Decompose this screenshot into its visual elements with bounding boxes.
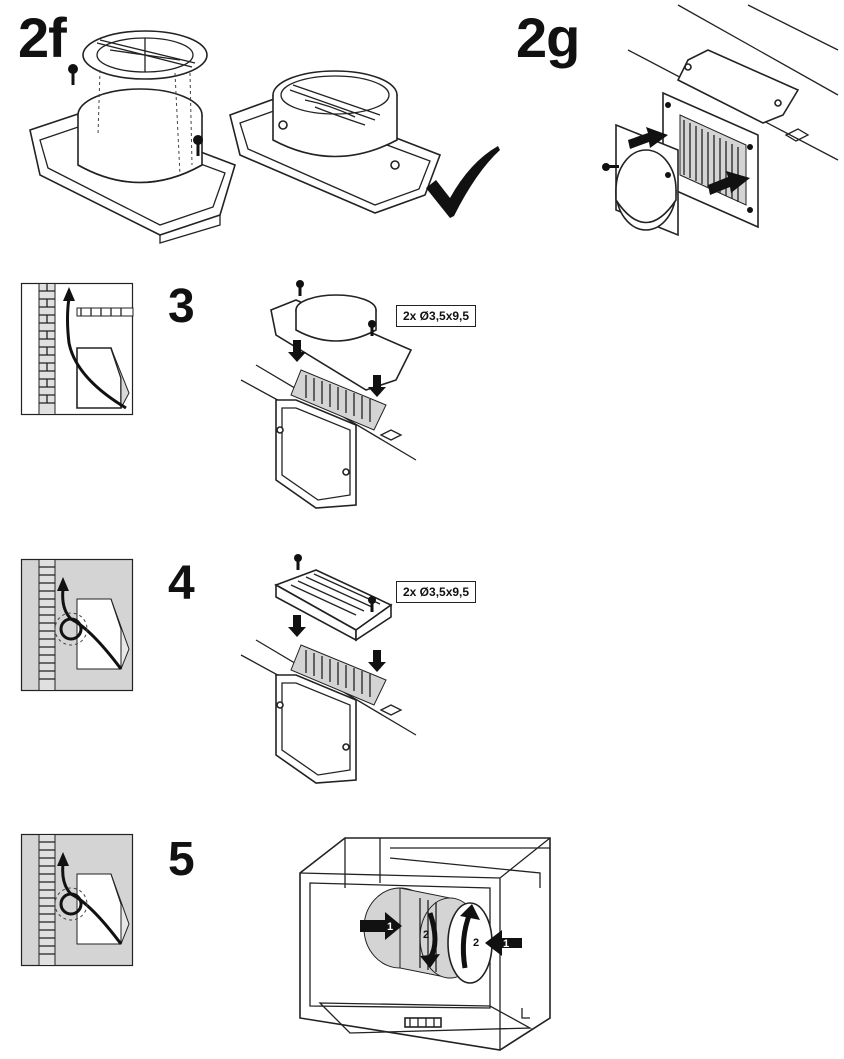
brick-wall-icon [38,283,56,415]
push-arrow-icon [628,127,668,149]
airflow-arrow-icon [63,287,127,410]
screw-icon [68,64,78,85]
step-4-airflow-icon [20,558,134,692]
brick-wall-icon [38,559,56,691]
screw-spec-label-4: 2x Ø3,5x9,5 [396,581,477,603]
step-5-diagram: 1 2 2 1 [299,837,551,1051]
step-3-airflow-icon [20,282,134,416]
step-5-mark-2-right: 2 [473,937,479,949]
step-2f-diagram-assembly [29,30,236,244]
step-5-mark-1-left: 1 [387,921,393,933]
push-arrow-icon [485,930,522,956]
step-5-mark-1-right: 1 [503,938,509,950]
airflow-arrow-icon [54,852,123,945]
step-3-diagram [240,280,417,509]
screw-icon [296,280,304,296]
step-2g-diagram [602,4,839,237]
step-4-diagram [240,554,417,784]
push-arrow-icon [708,171,750,195]
screw-icon [368,320,376,336]
step-5-label: 5 [168,833,195,886]
screw-icon [368,596,376,612]
step-5-mark-2-left: 2 [423,929,429,941]
screw-icon [193,135,203,156]
step-2f-diagram-result [229,70,442,214]
screw-icon [294,554,302,570]
push-arrow-icon [360,912,402,940]
step-2f-label: 2f [18,6,67,69]
step-2g-label: 2g [516,6,580,69]
screw-icon [602,163,619,171]
step-5-airflow-icon [20,833,134,967]
step-4-label: 4 [168,557,195,610]
check-icon [426,146,500,218]
step-3-label: 3 [168,280,195,333]
rotate-arrow-icon [460,904,480,969]
screw-spec-label-3: 2x Ø3,5x9,5 [396,305,477,327]
brick-wall-icon [38,834,56,966]
rotate-arrow-icon [420,912,440,968]
airflow-arrow-icon [54,577,123,670]
